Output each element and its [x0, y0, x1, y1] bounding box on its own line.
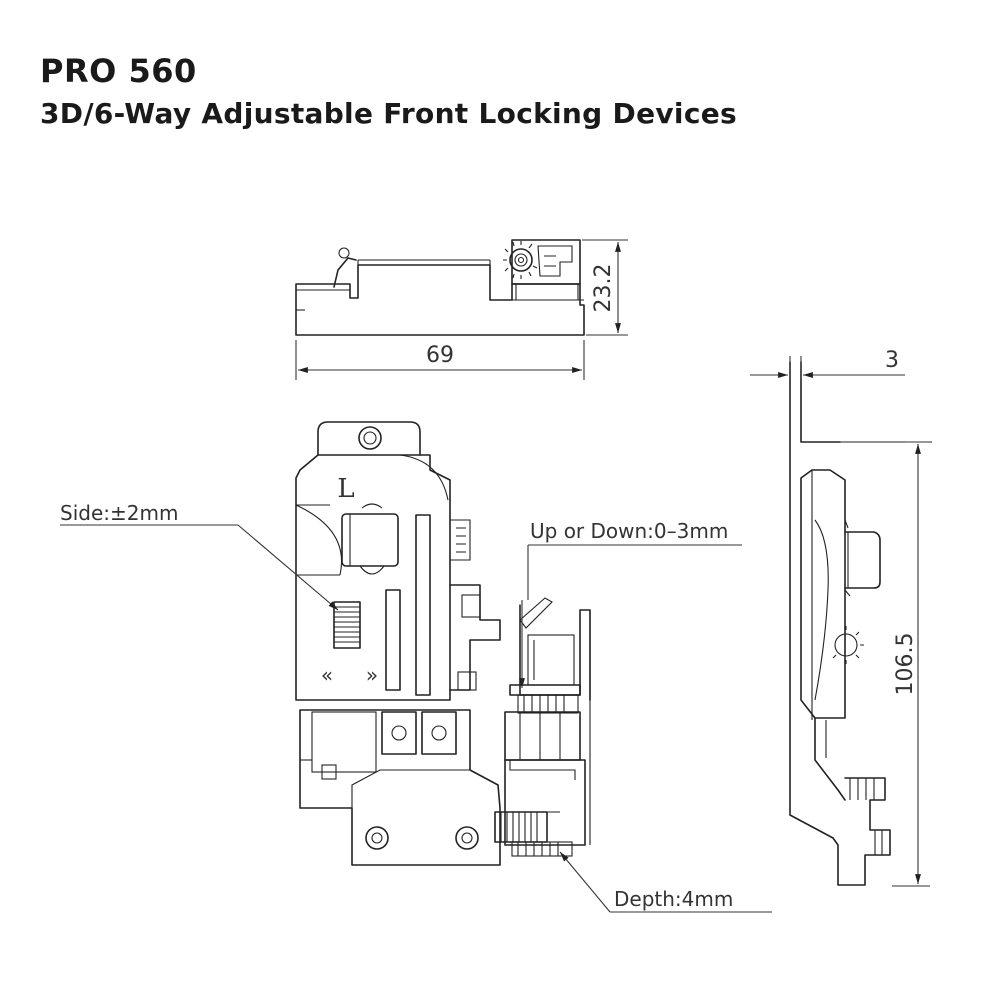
depth-adjust-label: Depth:4mm: [614, 887, 733, 911]
front-view: L « »: [60, 421, 772, 913]
left-side-mark: L: [337, 474, 354, 504]
side-adjust-label: Side:±2mm: [60, 501, 178, 525]
updown-adjust-label: Up or Down:0–3mm: [530, 519, 728, 543]
dim-length-label: 69: [426, 343, 454, 368]
left-arrow-mark: «: [321, 663, 333, 687]
dim-height-label: 23.2: [591, 264, 616, 313]
dim-total-height-label: 106.5: [893, 633, 918, 696]
product-subtitle: 3D/6-Way Adjustable Front Locking Device…: [40, 97, 737, 130]
side-view: 3 106.5: [750, 348, 932, 887]
top-view: 69 23.2: [295, 239, 628, 380]
right-arrow-mark: »: [366, 663, 378, 687]
dim-thickness-label: 3: [885, 348, 899, 373]
product-title: PRO 560: [40, 52, 197, 90]
